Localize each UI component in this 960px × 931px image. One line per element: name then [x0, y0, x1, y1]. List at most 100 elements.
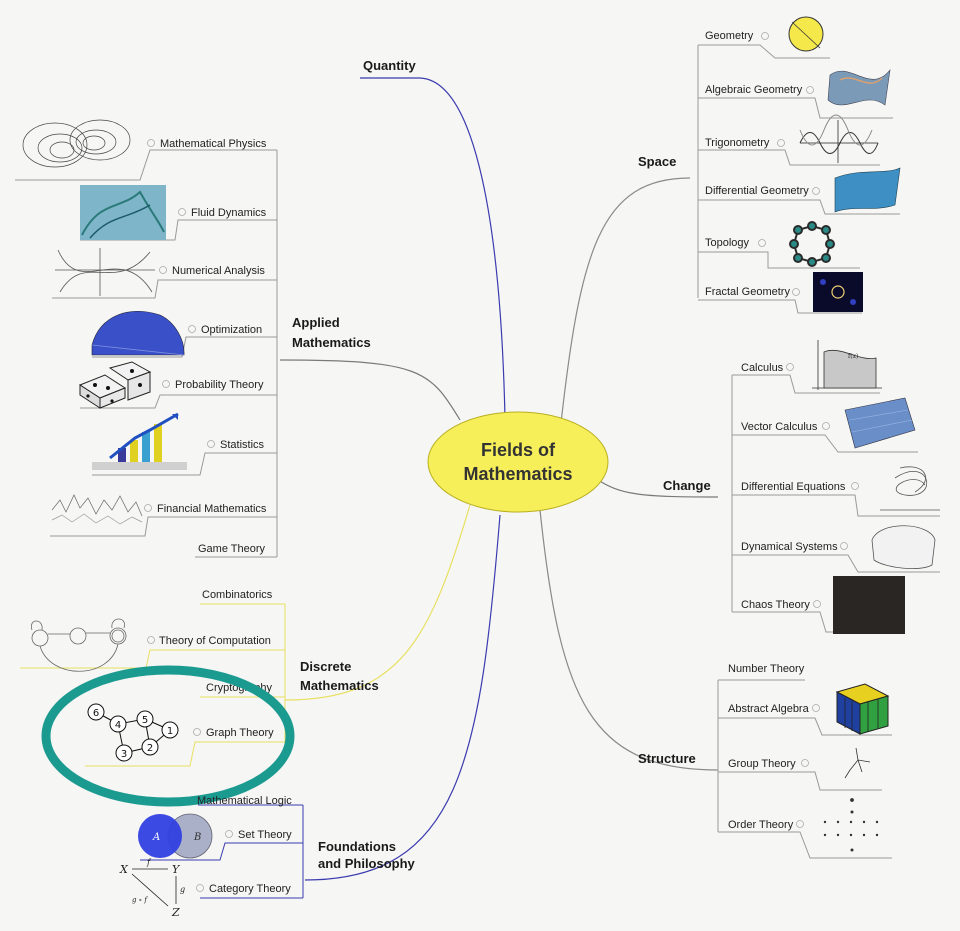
change-bracket [731, 374, 940, 633]
structure-bracket [717, 679, 892, 859]
item-fractal-geometry[interactable]: Fractal Geometry [705, 286, 790, 298]
space-labels: Geometry Algebraic Geometry Trigonometry… [705, 30, 809, 298]
branch-foundations-line1[interactable]: Foundations [318, 839, 396, 854]
numerical-analysis-image [55, 248, 155, 296]
structure-collapse-icons[interactable] [796, 704, 820, 828]
change-labels: Calculus Vector Calculus Differential Eq… [741, 362, 846, 611]
category-f: f [146, 858, 152, 867]
category-theory-diagram-image: X Y Z f g g ∘ f [119, 858, 185, 919]
vector-calculus-image [844, 397, 916, 449]
branch-applied-line2[interactable]: Mathematics [292, 335, 371, 350]
group-theory-image [844, 747, 871, 802]
applied-collapse-icons[interactable] [144, 139, 215, 512]
branch-structure[interactable]: Structure [638, 751, 696, 766]
change-collapse-icons[interactable] [786, 363, 859, 608]
financial-mathematics-image [51, 494, 143, 525]
item-mathematical-logic[interactable]: Mathematical Logic [197, 795, 292, 807]
item-theory-of-computation[interactable]: Theory of Computation [159, 635, 271, 647]
main-connectors [279, 77, 719, 881]
item-trigonometry[interactable]: Trigonometry [705, 137, 770, 149]
item-combinatorics[interactable]: Combinatorics [202, 589, 273, 601]
item-probability-theory[interactable]: Probability Theory [175, 379, 264, 391]
dynamical-systems-image [871, 525, 936, 570]
graph-node-label: 3 [121, 749, 127, 760]
calculus-fx-label: f(x) [848, 353, 858, 360]
item-dynamical-systems[interactable]: Dynamical Systems [741, 541, 838, 553]
center-node[interactable]: Fields of Mathematics [427, 411, 609, 513]
theory-of-computation-image [30, 618, 127, 672]
item-order-theory[interactable]: Order Theory [728, 819, 794, 831]
center-title-line2: Mathematics [463, 464, 572, 484]
category-x: X [119, 863, 129, 876]
item-algebraic-geometry[interactable]: Algebraic Geometry [705, 84, 803, 96]
set-theory-venn-image: A B [138, 813, 213, 859]
foundations-bracket [140, 804, 304, 899]
abstract-algebra-image [835, 683, 890, 735]
applied-labels: Mathematical Physics Fluid Dynamics Nume… [157, 138, 267, 555]
optimization-image [91, 311, 185, 356]
calculus-image: f(x) [812, 340, 882, 390]
geometry-image [788, 16, 824, 52]
branch-foundations-line2[interactable]: and Philosophy [318, 856, 416, 871]
item-vector-calculus[interactable]: Vector Calculus [741, 421, 818, 433]
topology-image [789, 221, 835, 267]
graph-theory-highlight-ring [41, 665, 295, 807]
item-set-theory[interactable]: Set Theory [238, 829, 292, 841]
category-g: g [180, 885, 185, 894]
item-group-theory[interactable]: Group Theory [728, 758, 796, 770]
statistics-image [92, 412, 187, 470]
probability-dice-image [78, 361, 152, 409]
item-statistics[interactable]: Statistics [220, 439, 265, 451]
graph-node-label: 2 [147, 743, 153, 754]
discrete-collapse-icons[interactable] [147, 636, 201, 736]
structure-labels: Number Theory Abstract Algebra Group The… [728, 663, 810, 831]
branch-quantity[interactable]: Quantity [363, 58, 416, 73]
graph-node-label: 1 [167, 726, 173, 737]
branch-space[interactable]: Space [638, 154, 676, 169]
venn-label-a: A [152, 832, 160, 843]
foundations-labels: Mathematical Logic Set Theory Category T… [197, 795, 292, 895]
item-topology[interactable]: Topology [705, 237, 750, 249]
algebraic-geometry-image [827, 68, 891, 106]
discrete-labels: Combinatorics Theory of Computation Cryp… [159, 589, 274, 739]
item-game-theory[interactable]: Game Theory [198, 543, 266, 555]
item-number-theory[interactable]: Number Theory [728, 663, 805, 675]
graph-theory-image: 6 4 5 1 3 2 [87, 703, 179, 762]
item-category-theory[interactable]: Category Theory [209, 883, 291, 895]
trigonometry-image [799, 114, 879, 163]
space-bracket [697, 44, 900, 314]
item-differential-geometry[interactable]: Differential Geometry [705, 185, 809, 197]
branch-change[interactable]: Change [663, 478, 711, 493]
item-numerical-analysis[interactable]: Numerical Analysis [172, 265, 265, 277]
category-y: Y [172, 863, 181, 876]
branch-discrete-line2[interactable]: Mathematics [300, 678, 379, 693]
foundations-collapse-icons[interactable] [196, 830, 233, 892]
graph-node-label: 4 [115, 720, 121, 731]
category-z: Z [171, 906, 180, 919]
category-gf: g ∘ f [132, 896, 148, 904]
branch-discrete-line1[interactable]: Discrete [300, 659, 351, 674]
graph-node-label: 6 [93, 708, 99, 719]
venn-label-b: B [193, 832, 201, 843]
item-chaos-theory[interactable]: Chaos Theory [741, 599, 810, 611]
item-financial-mathematics[interactable]: Financial Mathematics [157, 503, 267, 515]
chaos-theory-image [833, 576, 905, 634]
order-theory-image [823, 810, 879, 852]
item-mathematical-physics[interactable]: Mathematical Physics [160, 138, 267, 150]
space-collapse-icons[interactable] [758, 32, 820, 296]
item-calculus[interactable]: Calculus [741, 362, 784, 374]
mathematical-physics-image [22, 119, 131, 168]
item-graph-theory[interactable]: Graph Theory [206, 727, 274, 739]
item-fluid-dynamics[interactable]: Fluid Dynamics [191, 207, 267, 219]
item-optimization[interactable]: Optimization [201, 324, 262, 336]
item-abstract-algebra[interactable]: Abstract Algebra [728, 703, 810, 715]
branch-applied-line1[interactable]: Applied [292, 315, 340, 330]
fluid-dynamics-image [80, 185, 166, 240]
item-differential-equations[interactable]: Differential Equations [741, 481, 846, 493]
fractal-geometry-image [813, 272, 863, 312]
center-title-line1: Fields of [481, 440, 556, 460]
graph-node-label: 5 [142, 715, 148, 726]
differential-geometry-image [834, 167, 901, 213]
item-geometry[interactable]: Geometry [705, 30, 754, 42]
